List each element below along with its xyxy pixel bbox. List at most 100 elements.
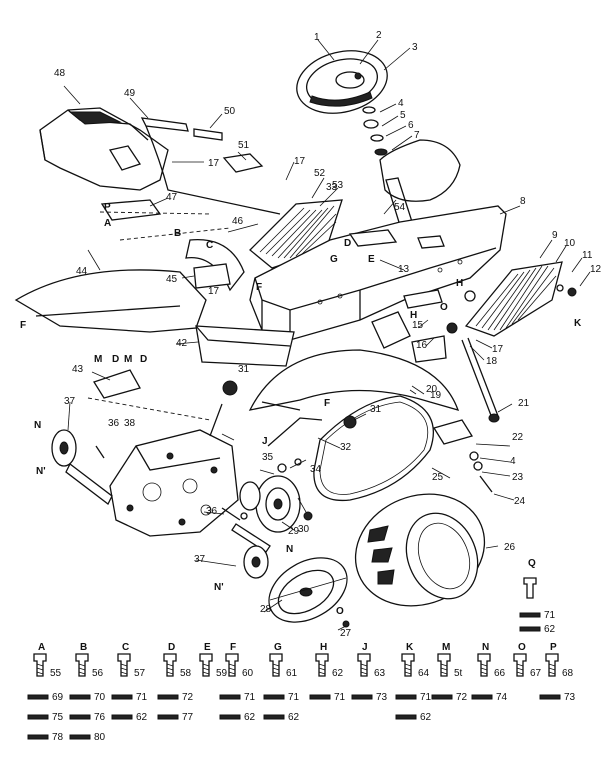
hardware-icon (395, 714, 417, 720)
callout-23: 23 (512, 472, 524, 483)
legend-letter: H (320, 642, 327, 653)
reference-letter: N (286, 544, 293, 555)
leader-lines (63, 39, 591, 631)
reference-letter: F (20, 320, 26, 331)
callout-35: 35 (262, 452, 274, 463)
callout-36: 36 (108, 418, 120, 429)
callout-31: 31 (370, 404, 382, 415)
nut-30 (303, 511, 313, 521)
legend-hardware-number: 71 (544, 610, 556, 621)
legend-part-number: 61 (286, 668, 298, 679)
legend-hardware-number: 71 (334, 692, 346, 703)
legend-letter: G (274, 642, 282, 653)
idler-31 (343, 415, 357, 429)
hardware-icon (351, 694, 373, 700)
legend-hardware-number: 73 (376, 692, 388, 703)
left-fender (14, 269, 207, 333)
bracket-47 (99, 199, 211, 221)
hardware-icon (519, 626, 541, 632)
legend-part-number: 57 (134, 668, 146, 679)
legend-hardware-number: 62 (420, 712, 432, 723)
callout-12: 12 (590, 264, 602, 275)
reference-letter: P (104, 202, 111, 213)
legend-hardware-number: 62 (288, 712, 300, 723)
hardware-icon (263, 694, 285, 700)
legend-hardware-number: 62 (544, 624, 556, 635)
dashed-guide-2 (87, 397, 211, 421)
hardware-icon (309, 694, 331, 700)
callout-11: 11 (582, 250, 593, 261)
callout-6: 6 (408, 120, 414, 131)
hardware-icon (471, 694, 493, 700)
reference-letter: K (574, 318, 582, 329)
reference-letter: F (324, 398, 330, 409)
callout-10: 10 (564, 238, 576, 249)
callout-48: 48 (54, 68, 66, 79)
hardware-icon (69, 694, 91, 700)
legend-hardware-number: 74 (496, 692, 508, 703)
legend-hardware-number: 69 (52, 692, 64, 703)
legend-hardware-number: 71 (136, 692, 148, 703)
legend-part-number: 64 (418, 668, 430, 679)
callout-29: 29 (288, 526, 300, 537)
hardware-icon (111, 714, 133, 720)
pulley-31 (222, 380, 238, 396)
callout-52: 52 (314, 168, 326, 179)
legend-hardware-number: 77 (182, 712, 194, 723)
reference-letter: M (124, 354, 132, 365)
legend-part-number: 59 (216, 668, 228, 679)
callout-53: 53 (332, 180, 344, 191)
legend-hardware-number: 75 (52, 712, 64, 723)
callout-7: 7 (414, 130, 420, 141)
hardware-icon (395, 694, 417, 700)
reference-letter: Q (528, 558, 536, 569)
legend-part-number: 55 (50, 668, 62, 679)
key-36 (95, 445, 105, 459)
legend-letter: B (80, 642, 87, 653)
callout-51: 51 (238, 140, 250, 151)
callout-33: 33 (326, 182, 338, 193)
hub-37-right (243, 545, 269, 579)
hardware-icon (157, 714, 179, 720)
legend-letter: D (168, 642, 175, 653)
callout-1: 1 (314, 32, 320, 43)
transaxle (65, 403, 271, 553)
steering-wheel (296, 50, 388, 114)
callout-37: 37 (194, 554, 206, 565)
legend-hardware-number: 78 (52, 732, 64, 743)
legend-letter: C (122, 642, 129, 653)
callout-16: 16 (416, 340, 428, 351)
callout-4: 4 (510, 456, 516, 467)
callout-44: 44 (76, 266, 88, 277)
callout-17: 17 (294, 156, 306, 167)
fender-brackets (93, 238, 474, 445)
callout-17: 17 (208, 286, 220, 297)
reference-letter: N' (214, 582, 224, 593)
legend-letter: M (442, 642, 450, 653)
legend-hardware-number: 72 (456, 692, 468, 703)
pulley-29 (239, 475, 301, 533)
hardware-icon (431, 694, 453, 700)
hardware-icon (519, 612, 541, 618)
reference-letter: C (206, 240, 213, 251)
reference-letter: O (440, 302, 448, 313)
legend-letter: O (518, 642, 526, 653)
hardware-icon (111, 694, 133, 700)
legend-item-E: E59 (199, 642, 228, 679)
callout-26: 26 (504, 542, 516, 553)
small-hardware (221, 451, 537, 599)
callout-32: 32 (340, 442, 352, 453)
fastener-legend: A55697578B56707680C577162D587277E59F6071… (27, 610, 576, 743)
hardware-icon (27, 694, 49, 700)
legend-hardware-number: 80 (94, 732, 106, 743)
callout-50: 50 (224, 106, 236, 117)
callout-13: 13 (398, 264, 410, 275)
callout-54: 54 (394, 202, 406, 213)
callout-36: 36 (206, 506, 218, 517)
